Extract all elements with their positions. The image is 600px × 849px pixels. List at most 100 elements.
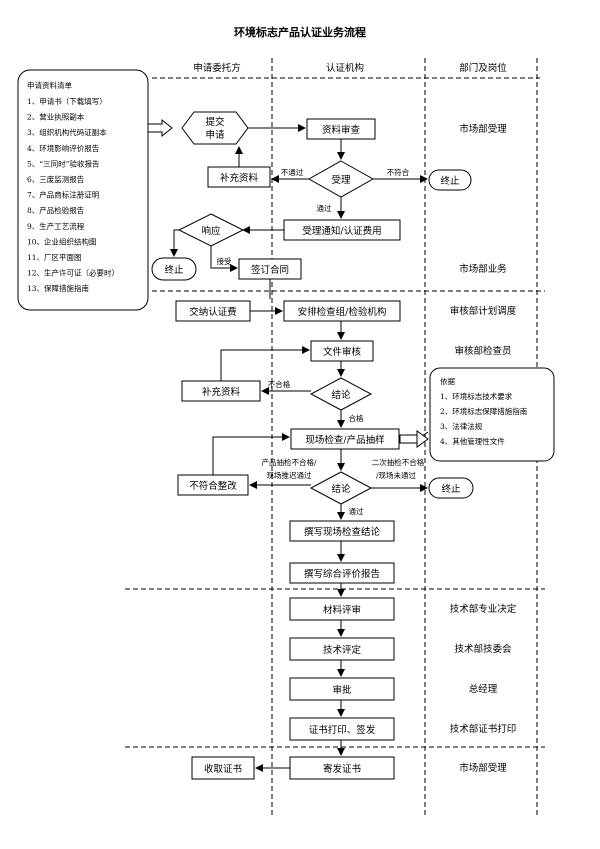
basis-arrow-head — [416, 430, 429, 448]
label-second-fail: 二次抽检不合格 — [372, 457, 425, 467]
label-site-not-pass: /现场未通过 — [376, 470, 417, 480]
department-label: 市场部受理 — [459, 762, 507, 774]
basis-item: 2、环境标志保障措施指南 — [440, 406, 528, 416]
svg-text:补充资料: 补充资料 — [220, 172, 259, 184]
svg-text:文件审核: 文件审核 — [323, 346, 362, 358]
svg-text:现场检查/产品抽样: 现场检查/产品抽样 — [305, 434, 384, 446]
materials-item: 13、保障措施指南 — [27, 283, 90, 293]
svg-text:签订合同: 签订合同 — [251, 264, 289, 276]
department-label: 技术部证书打印 — [450, 723, 517, 735]
svg-text:受理: 受理 — [331, 174, 351, 186]
svg-text:撰写综合评价报告: 撰写综合评价报告 — [304, 568, 380, 580]
label-sample-fail: 产品抽检不合格/ — [261, 457, 316, 467]
materials-item: 1、申请书（下载填写） — [27, 96, 107, 106]
materials-item: 4、环境影响评价报告 — [27, 143, 100, 153]
column-header-applicant: 申请委托方 — [193, 62, 241, 74]
department-label: 技术部专业决定 — [450, 603, 517, 615]
svg-text:材料评审: 材料评审 — [323, 604, 361, 616]
svg-text:响应: 响应 — [201, 225, 221, 237]
materials-item: 8、产品检验报告 — [27, 205, 85, 215]
materials-item: 5、“三同时”验收报告 — [27, 158, 100, 168]
submit-node: 提交 申请 — [181, 111, 249, 145]
column-header-department: 部门及岗位 — [459, 62, 507, 74]
basis-item: 4、其他管理性文件 — [440, 436, 505, 446]
department-labels: 市场部受理市场部业务审核部计划调度审核部检查员技术部专业决定技术部技委会总经理技… — [450, 123, 517, 774]
material-review-node: 材料评审 — [289, 597, 395, 621]
svg-text:寄发证书: 寄发证书 — [323, 763, 362, 775]
department-label: 技术部技委会 — [454, 643, 512, 655]
submit-label-2: 申请 — [205, 129, 225, 141]
svg-text:结论: 结论 — [331, 389, 351, 401]
basis-heading: 依据 — [440, 376, 455, 386]
materials-arrow — [147, 118, 173, 138]
materials-item: 9、生产工艺流程 — [27, 221, 85, 231]
svg-text:安排检查组/检验机构: 安排检查组/检验机构 — [298, 306, 387, 318]
contract-node: 签订合同 — [238, 258, 302, 280]
department-label: 市场部受理 — [459, 123, 507, 135]
materials-list: 申请资料清单 1、申请书（下载填写） 2、营业执照副本 3、组织机构代码证副本 4、环… — [17, 69, 149, 311]
accept-node: 受理 — [307, 160, 375, 198]
supplement2-node: 补充资料 — [181, 380, 261, 402]
svg-text:技术评定: 技术评定 — [323, 644, 362, 656]
end1-node: 终止 — [428, 169, 472, 191]
basis-item: 1、环境标志技术要求 — [440, 391, 513, 401]
docreview-node: 文件审核 — [310, 340, 374, 362]
arrange-node: 安排检查组/检验机构 — [283, 300, 401, 322]
label-conform: 合格 — [349, 413, 364, 423]
tech-eval-node: 技术评定 — [289, 637, 395, 661]
svg-text:收取证书: 收取证书 — [204, 763, 243, 775]
svg-text:撰写现场检查结论: 撰写现场检查结论 — [304, 526, 381, 538]
mail-node: 寄发证书 — [289, 756, 395, 780]
label-nonconform: 不合格 — [268, 379, 291, 389]
svg-text:受理通知/认证费用: 受理通知/认证费用 — [302, 225, 381, 237]
department-label: 市场部业务 — [459, 263, 507, 275]
materials-item: 7、产品商标注册证明 — [27, 190, 99, 200]
conclusion1-node: 结论 — [309, 377, 373, 411]
svg-text:交纳认证费: 交纳认证费 — [189, 306, 237, 318]
materials-item: 10、企业组织结构图 — [27, 236, 97, 246]
print-node: 证书打印、签发 — [289, 717, 395, 741]
page-title: 环境标志产品认证业务流程 — [234, 25, 366, 39]
label-accept-resp: 接受 — [217, 256, 232, 266]
column-header-certifier: 认证机构 — [326, 62, 364, 74]
submit-label-1: 提交 — [205, 116, 225, 128]
notice-node: 受理通知/认证费用 — [283, 219, 401, 241]
materials-item: 3、组织机构代码证副本 — [27, 127, 107, 137]
department-label: 审核部计划调度 — [450, 305, 517, 317]
write-eval-node: 撰写综合评价报告 — [289, 562, 395, 584]
svg-text:证书打印、签发: 证书打印、签发 — [309, 724, 376, 736]
svg-text:终止: 终止 — [440, 175, 460, 187]
label-site-fail-rectify: 现场推迟通过 — [267, 470, 312, 480]
basis-list: 依据 1、环境标志技术要求 2、环境标志保障措施指南 3、法律法规 4、其他管理性文件 — [429, 367, 555, 462]
review-node: 资料审查 — [306, 118, 376, 140]
label-pass1: 通过 — [317, 203, 332, 213]
label-not-pass: 不通过 — [281, 167, 304, 177]
supplement1-node: 补充资料 — [207, 166, 271, 188]
approve-node: 审批 — [289, 677, 395, 701]
pay-node: 交纳认证费 — [175, 300, 251, 322]
inspect-node: 现场检查/产品抽样 — [290, 428, 400, 450]
svg-text:资料审查: 资料审查 — [322, 124, 361, 136]
department-label: 总经理 — [469, 683, 498, 695]
respond-node: 响应 — [177, 213, 245, 247]
svg-text:补充资料: 补充资料 — [202, 386, 241, 398]
svg-text:不符合整改: 不符合整改 — [189, 480, 237, 492]
svg-text:审批: 审批 — [332, 684, 352, 696]
materials-heading: 申请资料清单 — [27, 80, 72, 90]
conclusion2-node: 结论 — [309, 471, 373, 505]
materials-item: 11、厂区平面图 — [27, 253, 82, 262]
department-label: 审核部检查员 — [454, 345, 511, 357]
write-site-node: 撰写现场检查结论 — [289, 520, 395, 542]
end3-node: 终止 — [428, 477, 474, 499]
receive-node: 收取证书 — [191, 756, 255, 780]
svg-text:终止: 终止 — [441, 483, 461, 495]
end2-node: 终止 — [151, 257, 197, 281]
basis-item: 3、法律法规 — [440, 421, 483, 431]
materials-item: 6、三废监测报告 — [27, 174, 85, 184]
svg-text:结论: 结论 — [331, 483, 351, 495]
svg-text:终止: 终止 — [164, 264, 184, 276]
materials-item: 12、生产许可证（必要时） — [27, 268, 119, 278]
label-not-conform: 不符合 — [387, 167, 410, 177]
materials-item: 2、营业执照副本 — [27, 112, 85, 122]
